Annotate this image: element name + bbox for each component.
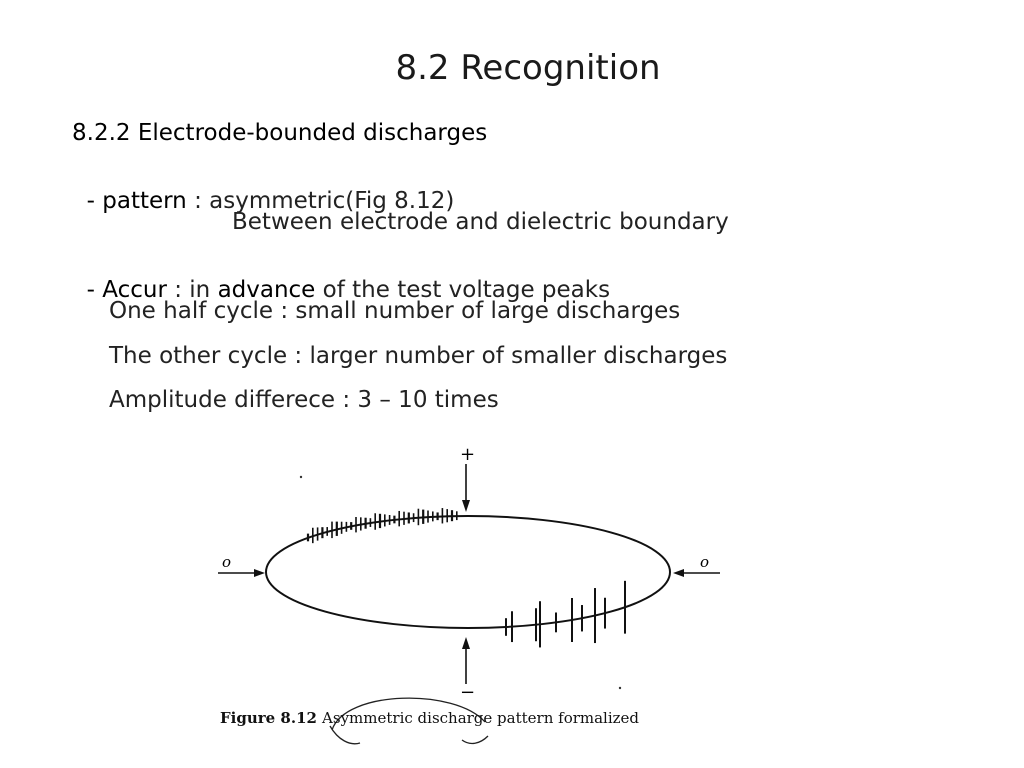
left-arrow (218, 569, 265, 577)
negative-half-discharges (505, 580, 626, 648)
accur-emphasis: advance (217, 277, 316, 303)
plus-label: + (460, 444, 475, 465)
minus-label: − (460, 682, 475, 703)
figure-caption-text: Asymmetric discharge pattern formalized (322, 709, 640, 727)
pattern-detail: Between electrode and dielectric boundar… (232, 209, 729, 235)
positive-half-discharges (306, 508, 458, 544)
pattern-value: : asymmetric(Fig 8.12) (186, 188, 455, 214)
accur-label: Accur (102, 277, 167, 303)
discharge-ellipse (265, 515, 671, 629)
half-cycle-line: One half cycle : small number of large d… (109, 298, 681, 324)
plus-arrow (462, 464, 470, 512)
pattern-line: - pattern : asymmetric(Fig 8.12) (72, 167, 455, 214)
right-zero-label: o (700, 553, 709, 571)
accur-mid: : in (166, 277, 218, 303)
amplitude-line: Amplitude differece : 3 – 10 times (109, 387, 499, 413)
pattern-dash: - (86, 188, 103, 214)
minus-arrow (462, 637, 470, 684)
section-heading: 8.2.2 Electrode-bounded discharges (72, 120, 488, 146)
discharge-pattern-figure: + − o o (218, 444, 720, 745)
accur-line: - Accur : in advance of the test voltage… (72, 256, 610, 302)
right-arrow (673, 569, 720, 577)
pattern-label: pattern (102, 188, 187, 214)
accur-dash: - (86, 277, 103, 303)
slide-title: 8.2 Recognition (395, 48, 661, 88)
scan-marks (299, 475, 622, 745)
figure-caption: Figure 8.12 Asymmetric discharge pattern… (220, 708, 639, 727)
left-zero-label: o (222, 553, 231, 571)
figure-caption-number: Figure 8.12 (220, 709, 317, 727)
accur-tail: of the test voltage peaks (315, 277, 611, 303)
other-cycle-line: The other cycle : larger number of small… (109, 343, 728, 369)
